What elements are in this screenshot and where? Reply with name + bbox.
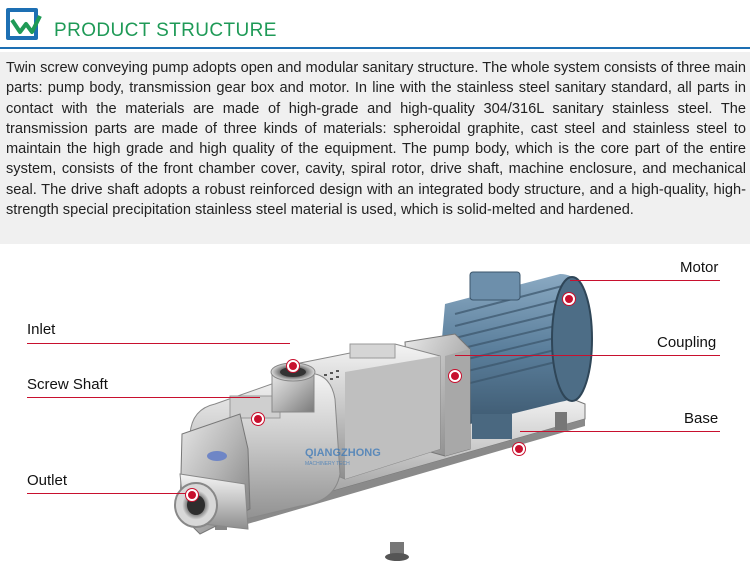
- callout-dot-coupling: [449, 370, 461, 382]
- logo-icon: [6, 8, 42, 40]
- section-header: PRODUCT STRUCTURE: [0, 0, 750, 50]
- callout-dot-inlet: [287, 360, 299, 372]
- inlet-pipe: [270, 362, 316, 413]
- callout-inlet: Inlet: [27, 321, 56, 338]
- callout-outlet: Outlet: [27, 472, 68, 489]
- watermark-text: QIANGZHONG: [305, 447, 381, 459]
- callout-dot-outlet: [186, 489, 198, 501]
- callout-line-outlet: [27, 493, 192, 494]
- motor-body: [438, 271, 593, 439]
- callout-coupling: Coupling: [657, 334, 717, 351]
- svg-text:MACHINERY TECH: MACHINERY TECH: [305, 461, 350, 467]
- callout-line-screw-shaft: [27, 397, 260, 398]
- page-title: PRODUCT STRUCTURE: [54, 20, 277, 41]
- callout-line-base: [520, 431, 720, 432]
- callout-dot-screw-shaft: [252, 413, 264, 425]
- callout-dot-base: [513, 443, 525, 455]
- description-text: Twin screw conveying pump adopts open an…: [6, 60, 746, 219]
- callout-line-motor: [570, 280, 720, 281]
- callout-base: Base: [684, 410, 719, 427]
- pump-photo: QIANGZHONG MACHINERY TECH: [0, 244, 750, 567]
- callout-screw-shaft: Screw Shaft: [27, 376, 108, 393]
- description-panel: Twin screw conveying pump adopts open an…: [0, 52, 750, 244]
- header-divider: [0, 47, 750, 49]
- callout-line-coupling: [455, 355, 720, 356]
- pump-illustration: QIANGZHONG MACHINERY TECH: [174, 271, 593, 561]
- callout-motor: Motor: [680, 259, 719, 276]
- callout-dot-motor: [563, 293, 575, 305]
- callout-line-inlet: [27, 343, 290, 344]
